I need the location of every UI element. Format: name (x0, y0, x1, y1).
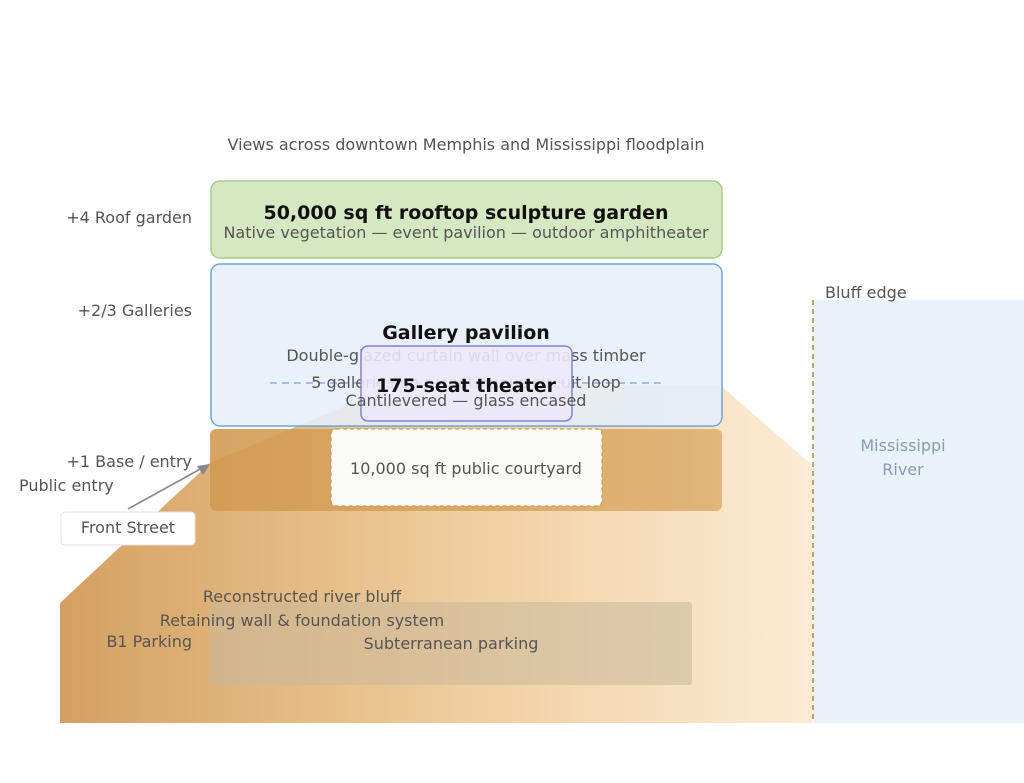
courtyard-label: 10,000 sq ft public courtyard (350, 459, 582, 478)
river-label-line2: River (882, 460, 924, 479)
gallery-pavilion-box (210, 263, 723, 427)
public-entry-label: Public entry (19, 476, 114, 495)
front-street-label: Front Street (81, 518, 175, 537)
gallery-title: Gallery pavilion (382, 322, 550, 344)
roof-garden-title: 50,000 sq ft rooftop sculpture garden (263, 202, 668, 224)
theater-title: 175-seat theater (376, 375, 557, 397)
retaining-wall-label: Retaining wall & foundation system (160, 611, 444, 630)
views-caption: Views across downtown Memphis and Missis… (227, 135, 704, 154)
parking-label: Subterranean parking (364, 634, 539, 653)
roof-garden-subtitle: Native vegetation — event pavilion — out… (223, 223, 709, 242)
level-label-base: +1 Base / entry (67, 452, 193, 471)
entry-arrow-head (197, 464, 210, 475)
river-area (813, 300, 1024, 723)
courtyard-box (330, 428, 603, 507)
level-label-roof: +4 Roof garden (66, 208, 192, 227)
parking-box (210, 602, 692, 685)
reconstructed-bluff-label: Reconstructed river bluff (203, 587, 402, 606)
theater-box (360, 345, 573, 422)
level-label-galleries: +2/3 Galleries (78, 301, 192, 320)
entry-arrow (127, 466, 205, 510)
level-label-parking: B1 Parking (106, 632, 192, 651)
bluff-edge-label: Bluff edge (825, 283, 907, 302)
theater-subtitle: Cantilevered — glass encased (346, 391, 587, 410)
front-street-badge (60, 511, 196, 546)
river-label-line1: Mississippi (860, 436, 945, 455)
roof-garden-box (210, 180, 723, 259)
